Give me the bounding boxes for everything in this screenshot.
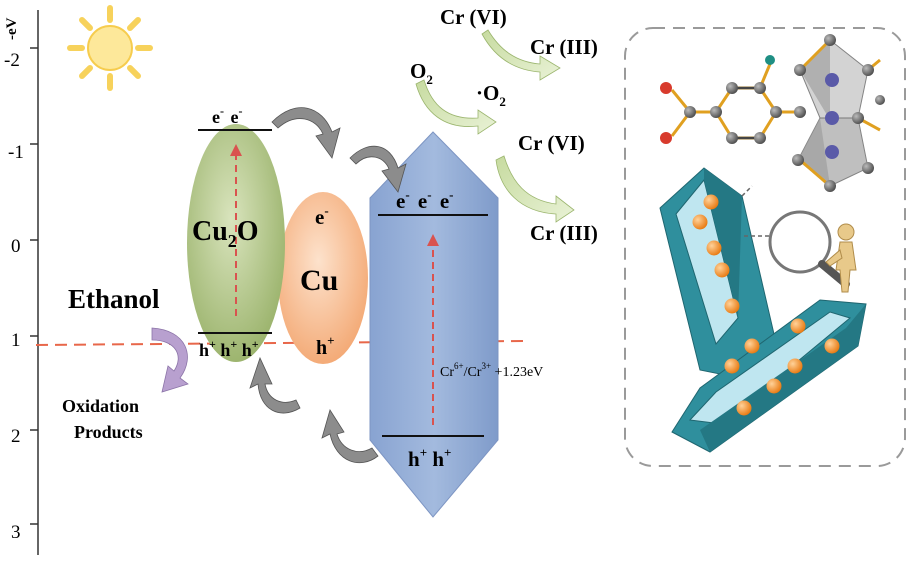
transfer-arrow [321, 409, 379, 464]
reaction-arrows [415, 29, 575, 223]
cu-name: Cu [300, 264, 338, 297]
cr6-top-label: Cr (VI) [440, 5, 507, 29]
reaction-arrow [415, 79, 497, 135]
particle [744, 338, 760, 354]
electron-transfer-arrows [249, 107, 407, 464]
transfer-arrow [271, 107, 341, 159]
cu-electron: e- [315, 203, 329, 229]
o2-label: O2 [410, 59, 433, 87]
mof-band: e- e- e- h+ h+ [369, 131, 499, 518]
axis-tick-label: 0 [11, 236, 21, 257]
particle [787, 358, 803, 374]
person-figure-icon [825, 223, 857, 293]
energy-axis: -eV -2 -1 0 1 2 3 [4, 10, 39, 555]
axis-unit-label: -eV [4, 17, 20, 40]
axis-tick-label: -2 [4, 50, 20, 71]
transfer-arrow [349, 145, 407, 193]
cr3-top-label: Cr (III) [530, 35, 598, 59]
superoxide-radical-label: ·O2 [476, 81, 506, 109]
cu2o-band: e- e- Cu2O h+ h+ h+ [187, 99, 285, 362]
ethanol-oxidation-arrow [151, 327, 189, 393]
crystal-rods [659, 167, 867, 453]
cu2o-name: Cu2O [192, 216, 259, 251]
oxidation-products-label: Oxidation [62, 396, 139, 416]
particle [692, 214, 708, 230]
particle [714, 262, 730, 278]
particles [692, 194, 840, 416]
reaction-arrow [481, 29, 561, 81]
reaction-arrow [495, 155, 575, 223]
particle [724, 358, 740, 374]
cu-hole: h+ [316, 333, 335, 359]
particle [724, 298, 740, 314]
molecular-structure [660, 34, 885, 192]
cu2o-holes: h+ h+ h+ [199, 332, 259, 360]
particle [736, 400, 752, 416]
particle [790, 318, 806, 334]
axis-tick-label: 1 [11, 330, 21, 351]
mof-electrons: e- e- e- [396, 180, 454, 213]
cr6-mid-label: Cr (VI) [518, 131, 585, 155]
particle [703, 194, 719, 210]
sun-icon [67, 5, 153, 91]
oxidation-products-label: Products [74, 422, 143, 442]
particle [766, 378, 782, 394]
cu-particle: e- Cu h+ [278, 192, 368, 364]
axis-tick-label: 3 [11, 522, 21, 543]
mof-holes: h+ h+ [408, 438, 451, 471]
ethanol-label: Ethanol [68, 284, 160, 314]
cu2o-electrons: e- e- [212, 99, 243, 127]
particle [824, 338, 840, 354]
axis-tick-label: 2 [11, 426, 21, 447]
axis-tick-label: -1 [8, 142, 24, 163]
cr3-mid-label: Cr (III) [530, 221, 598, 245]
transfer-arrow [249, 356, 301, 414]
potential-label: Cr6+/Cr3+ +1.23eV [440, 361, 543, 380]
crystal-inset-box [624, 27, 906, 467]
particle [706, 240, 722, 256]
